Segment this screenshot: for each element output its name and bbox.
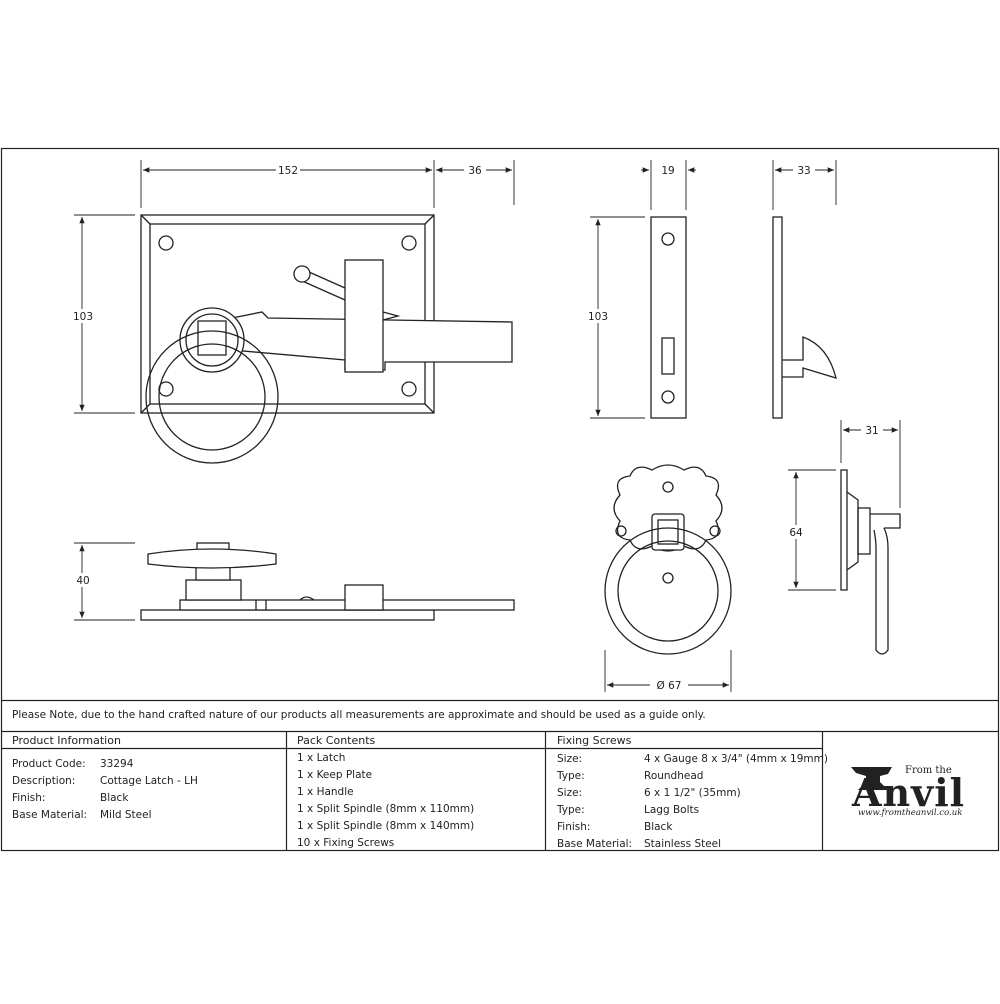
base-material-value: Mild Steel [100,809,152,821]
description-label: Description: [12,775,76,787]
anvil-logo-icon [851,767,892,790]
ring-side-drawing [840,469,901,655]
product-code-value: 33294 [100,758,134,770]
screw-size-label: Size: [557,753,583,765]
top-view-drawing [140,542,515,621]
pack-item: 10 x Fixing Screws [297,837,395,849]
screw-type-value: Roundhead [644,770,704,782]
logo-url: www.fromtheanvil.co.uk [858,808,963,818]
screw-finish-label: Finish: [557,821,591,833]
finish-value: Black [100,792,129,804]
keep-plate-side-drawing [772,216,837,419]
dim-keep-width: 19 [661,165,674,177]
pack-contents-heading: Pack Contents [297,734,376,747]
bolt-size-label: Size: [557,787,583,799]
pack-item: 1 x Latch [297,752,346,764]
dim-top-height: 40 [76,575,89,587]
pack-item: 1 x Handle [297,786,354,798]
screw-material-label: Base Material: [557,838,633,850]
pack-item: 1 x Keep Plate [297,769,373,781]
dim-handle-projection: 36 [468,165,482,177]
product-information-heading: Product Information [12,734,121,747]
dimension-lines [74,160,901,692]
product-code-label: Product Code: [12,758,86,770]
dim-front-height: 103 [73,311,93,323]
pack-item: 1 x Split Spindle (8mm x 110mm) [297,803,475,815]
dim-plate-height: 64 [789,527,803,539]
fixing-screws-heading: Fixing Screws [557,734,632,747]
dim-keep-height: 103 [588,311,608,323]
screw-material-value: Stainless Steel [644,838,722,850]
disclaimer-note: Please Note, due to the hand crafted nat… [12,709,706,721]
dim-front-width: 152 [278,165,298,177]
screw-finish-value: Black [644,821,673,833]
screw-type-label: Type: [557,770,585,782]
dim-ring-projection: 31 [865,425,878,437]
bolt-size-value: 6 x 1 1/2" (35mm) [644,787,741,799]
logo-from-the: From the [905,765,952,776]
ring-front-drawing [604,464,732,655]
pack-item: 1 x Split Spindle (8mm x 140mm) [297,820,475,832]
description-value: Cottage Latch - LH [100,775,198,787]
dimension-labels: 152 36 103 40 19 103 33 31 64 Ø 67 [70,163,883,692]
dim-keep-projection: 33 [797,165,810,177]
base-material-label: Base Material: [12,809,88,821]
front-view-drawing [140,214,513,464]
keep-plate-front-drawing [650,216,687,419]
dim-ring-diameter: Ø 67 [657,680,682,692]
logo-name: Anvil [852,770,966,815]
finish-label: Finish: [12,792,46,804]
bolt-type-label: Type: [557,804,585,816]
screw-size-value: 4 x Gauge 8 x 3/4" (4mm x 19mm) [644,753,828,765]
sheet-frame [0,147,1000,852]
bolt-type-value: Lagg Bolts [644,804,700,816]
